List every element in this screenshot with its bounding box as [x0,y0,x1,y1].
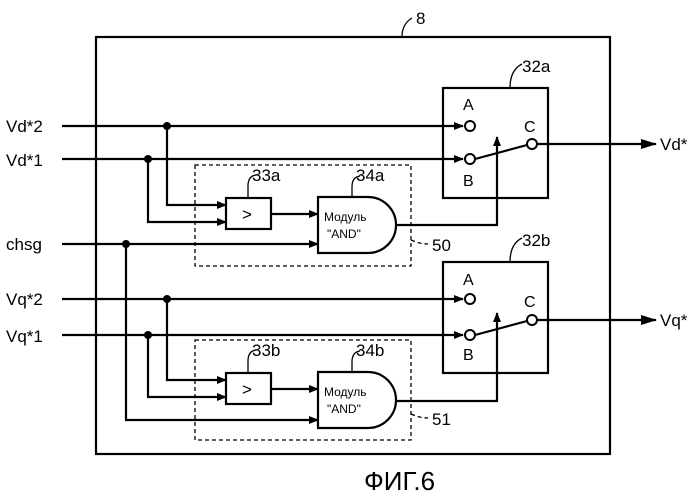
switch-32a-port-c: C [524,119,536,136]
group-50-ref: 50 [432,236,451,255]
switch-32a-ref: 32a [522,57,551,76]
and-gate-34b-ref: 34b [356,341,384,360]
input-label-chsg: chsg [6,235,42,254]
switch-32b-terminal-c [527,315,537,325]
and-gate-34a [318,197,396,253]
switch-32b-terminal-a [465,294,475,304]
and-gate-34a-line1: Модуль [324,210,367,224]
and-gate-34b-line1: Модуль [324,385,367,399]
switch-32a-terminal-a [465,121,475,131]
switch-32a-port-a: A [463,97,474,114]
switch-32b-port-a: A [463,272,474,289]
comparator-33a-ref: 33a [252,166,281,185]
switch-32b-ref: 32b [522,231,550,250]
and-gate-34b-line2: "AND" [327,402,361,416]
comparator-33a-symbol: > [242,205,252,224]
block-ref-label: 8 [416,9,425,28]
switch-32b-terminal-b [465,330,475,340]
output-label-vd: Vd* [660,135,688,154]
input-label-vd1: Vd*1 [6,151,43,170]
comparator-33b-symbol: > [242,380,252,399]
and-gate-34b [318,372,396,428]
input-label-vq2: Vq*2 [6,290,43,309]
output-label-vq: Vq* [660,311,688,330]
input-label-vd2: Vd*2 [6,117,43,136]
comparator-33b-ref: 33b [252,341,280,360]
switch-32b-port-c: C [524,294,536,311]
switch-32a-terminal-c [527,139,537,149]
switch-32b-port-b: B [463,347,474,364]
block-ref-leader [402,18,412,37]
switch-32a-terminal-b [465,154,475,164]
input-label-vq1: Vq*1 [6,327,43,346]
switch-32a-port-b: B [463,173,474,190]
and-gate-34a-ref: 34a [356,166,385,185]
figure-caption: ФИГ.6 [364,466,435,496]
group-51-ref: 51 [432,410,451,429]
and-gate-34a-line2: "AND" [327,227,361,241]
